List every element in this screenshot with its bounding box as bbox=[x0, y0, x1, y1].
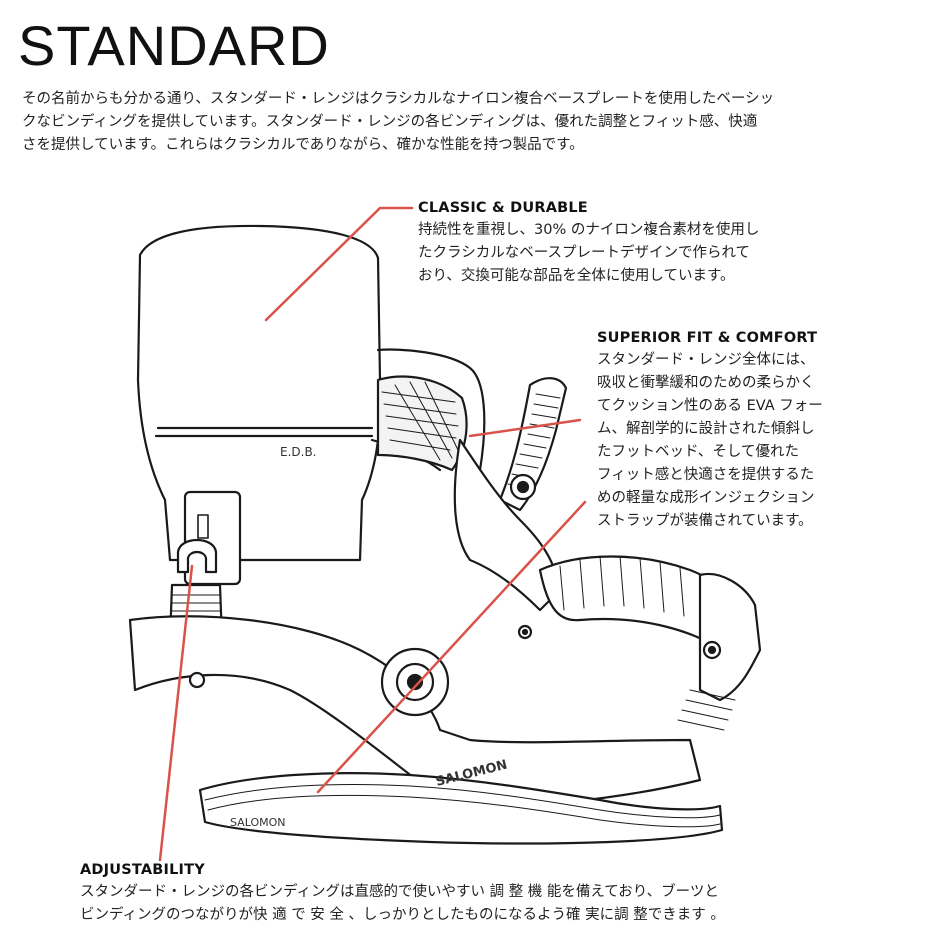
leader-line-adjust bbox=[158, 564, 194, 862]
callout-line: 持続性を重視し、30% のナイロン複合素材を使用し bbox=[418, 222, 760, 238]
leader-line-eva bbox=[316, 500, 587, 794]
callout-line: フィット感と快適さを提供するた bbox=[597, 467, 815, 483]
callout-adjustability: ADJUSTABILITY スタンダード・レンジの各ビンディングは直感的で使いや… bbox=[80, 862, 940, 927]
callout-line: てクッション性のある EVA フォー bbox=[597, 398, 823, 414]
callout-heading: ADJUSTABILITY bbox=[80, 862, 205, 878]
callout-line: ストラップが装備されています。 bbox=[597, 513, 813, 529]
callout-superior-fit: SUPERIOR FIT & COMFORT スタンダード・レンジ全体には、 吸… bbox=[597, 330, 897, 533]
intro-line: さを提供しています。これらはクラシカルでありながら、確かな性能を持つ製品です。 bbox=[22, 137, 584, 153]
callout-line: スタンダード・レンジ全体には、 bbox=[597, 352, 815, 368]
callout-line: スタンダード・レンジの各ビンディングは直感的で使いやすい 調 整 機 能を備えて… bbox=[80, 884, 719, 900]
callout-line: ム、解剖学的に設計された傾斜し bbox=[597, 421, 815, 437]
highback-shape bbox=[136, 224, 382, 562]
page-title: STANDARD bbox=[18, 14, 330, 77]
intro-line: その名前からも分かる通り、スタンダード・レンジはクラシカルなナイロン複合ベースプ… bbox=[22, 91, 775, 107]
brand-base-label: SALOMON bbox=[230, 816, 285, 829]
callout-heading: SUPERIOR FIT & COMFORT bbox=[597, 330, 818, 346]
intro-line: クなビンディングを提供しています。スタンダード・レンジの各ビンディングは、優れた… bbox=[22, 114, 758, 130]
leader-line-classic bbox=[264, 206, 414, 322]
callout-line: おり、交換可能な部品を全体に使用しています。 bbox=[418, 268, 735, 284]
highback-label: E.D.B. bbox=[280, 445, 317, 459]
callout-line: ビンディングのつながりが快 適 で 安 全 、しっかりとしたものになるよう確 実… bbox=[80, 907, 725, 923]
leader-line-superior bbox=[468, 418, 582, 438]
callout-line: 吸収と衝撃緩和のための柔らかく bbox=[597, 375, 815, 391]
callout-line: たフットベッド、そして優れた bbox=[597, 444, 799, 460]
intro-text: その名前からも分かる通り、スタンダード・レンジはクラシカルなナイロン複合ベースプ… bbox=[22, 88, 922, 157]
callout-heading: CLASSIC & DURABLE bbox=[418, 200, 588, 216]
callout-classic-durable: CLASSIC & DURABLE 持続性を重視し、30% のナイロン複合素材を… bbox=[418, 200, 838, 288]
callout-line: めの軽量な成形インジェクション bbox=[597, 490, 815, 506]
callout-line: たクラシカルなベースプレートデザインで作られて bbox=[418, 245, 751, 261]
